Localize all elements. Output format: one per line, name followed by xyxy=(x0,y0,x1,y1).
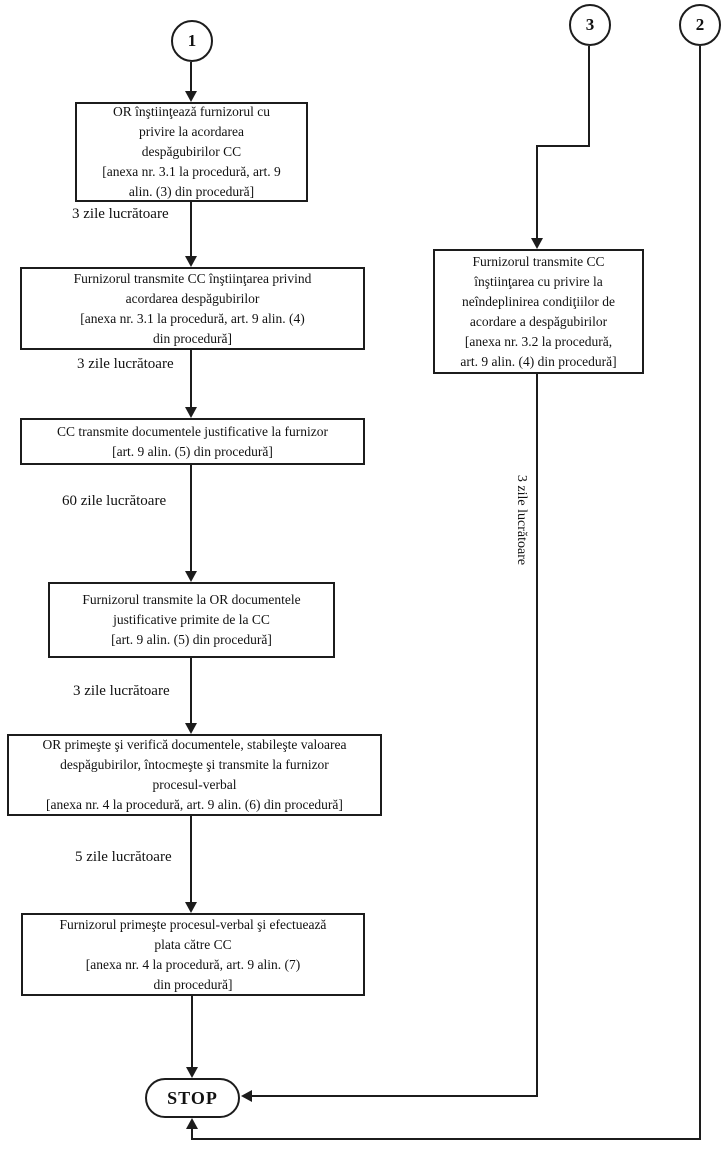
edge-box7-to-stop xyxy=(252,1095,538,1097)
connector-circle-1-label: 1 xyxy=(187,31,197,50)
process-box-supplier-send-docs-or: Furnizorul transmite la OR documentele j… xyxy=(48,582,335,658)
duration-label-2: 3 zile lucrătoare xyxy=(77,356,174,372)
arrowhead-box1-icon xyxy=(185,91,197,102)
arrowhead-stop-right-icon xyxy=(241,1090,252,1102)
process-box-supplier-pay-text: Furnizorul primeşte procesul-verbal şi e… xyxy=(59,916,327,992)
process-box-supplier-notice-refusal-text: Furnizorul transmite CC înştiinţarea cu … xyxy=(460,253,617,369)
process-box-supplier-send-notice: Furnizorul transmite CC înştiinţarea pri… xyxy=(20,267,365,350)
edge-c2-bottom xyxy=(192,1138,701,1140)
arrowhead-box3-icon xyxy=(185,407,197,418)
arrowhead-box4-icon xyxy=(185,571,197,582)
process-box-or-notify-grant-text: OR înştiinţează furnizorul cu privire la… xyxy=(102,104,281,199)
duration-label-3: 60 zile lucrătoare xyxy=(62,493,167,509)
duration-label-4: 3 zile lucrătoare xyxy=(73,683,170,699)
process-box-cc-send-docs-text: CC transmite documentele justificative l… xyxy=(56,423,329,459)
arrowhead-stop-bottom-icon xyxy=(186,1118,198,1129)
duration-label-1: 3 zile lucrătoare xyxy=(72,206,169,222)
connector-circle-1: 1 xyxy=(171,20,213,62)
edge-c3-down xyxy=(588,46,590,147)
process-box-supplier-pay: Furnizorul primeşte procesul-verbal şi e… xyxy=(21,913,365,996)
arrowhead-box2-icon xyxy=(185,256,197,267)
stop-terminator-label: STOP xyxy=(167,1087,218,1108)
edge-c2-down xyxy=(699,46,701,1140)
edge-box5-to-box6 xyxy=(190,816,192,902)
process-box-or-verify: OR primeşte şi verifică documentele, sta… xyxy=(7,734,382,816)
process-box-supplier-send-notice-text: Furnizorul transmite CC înştiinţarea pri… xyxy=(73,270,312,346)
arrowhead-box7-icon xyxy=(531,238,543,249)
edge-c3-jog xyxy=(537,145,590,147)
process-box-supplier-notice-refusal: Furnizorul transmite CC înştiinţarea cu … xyxy=(433,249,644,374)
process-box-cc-send-docs: CC transmite documentele justificative l… xyxy=(20,418,365,465)
connector-circle-2: 2 xyxy=(679,4,721,46)
process-box-or-notify-grant: OR înştiinţează furnizorul cu privire la… xyxy=(75,102,308,202)
edge-box6-to-stop xyxy=(191,996,193,1067)
edge-box3-to-box4 xyxy=(190,465,192,571)
connector-circle-2-label: 2 xyxy=(695,15,705,34)
process-box-supplier-send-docs-or-text: Furnizorul transmite la OR documentele j… xyxy=(82,592,301,647)
edge-c1-to-box1 xyxy=(190,62,192,92)
edge-box1-to-box2 xyxy=(190,202,192,256)
connector-circle-3-label: 3 xyxy=(585,15,595,34)
edge-box4-to-box5 xyxy=(190,658,192,723)
arrowhead-box5-icon xyxy=(185,723,197,734)
edge-c3-to-box7 xyxy=(536,145,538,238)
edge-box7-down xyxy=(536,374,538,1097)
edge-c2-to-stop xyxy=(191,1128,193,1140)
duration-label-5: 5 zile lucrătoare xyxy=(75,849,172,865)
process-box-or-verify-text: OR primeşte şi verifică documentele, sta… xyxy=(42,737,347,812)
arrowhead-stop-top-icon xyxy=(186,1067,198,1078)
connector-circle-3: 3 xyxy=(569,4,611,46)
arrowhead-box6-icon xyxy=(185,902,197,913)
edge-box2-to-box3 xyxy=(190,350,192,407)
stop-terminator: STOP xyxy=(145,1078,240,1118)
duration-label-vertical: 3 zile lucrătoare xyxy=(514,474,529,566)
